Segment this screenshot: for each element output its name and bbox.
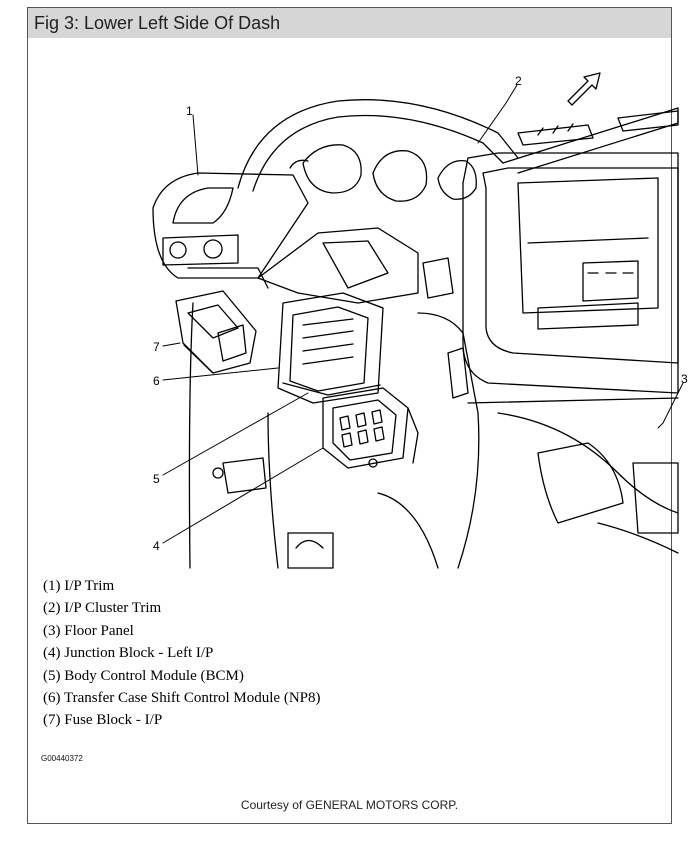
figure-frame: Fig 3: Lower Left Side Of Dash	[27, 7, 688, 824]
courtesy-note: Courtesy of GENERAL MOTORS CORP.	[240, 798, 459, 812]
title-bar: Fig 3: Lower Left Side Of Dash	[28, 8, 671, 38]
ip-cluster-trim-shape	[237, 99, 679, 202]
ip-trim-shape	[152, 172, 454, 304]
callout-5: 5	[153, 472, 160, 486]
figure-title: Fig 3: Lower Left Side Of Dash	[34, 13, 281, 33]
legend-item: (1) I/P Trim	[43, 578, 115, 594]
callout-3: 3	[681, 372, 688, 386]
junction-block-shape	[322, 387, 419, 469]
legend-item: (4) Junction Block - Left I/P	[43, 645, 214, 662]
dash-line-art: 1 2 3 4 5 6 7	[152, 72, 688, 569]
figure-code: G00440372	[41, 754, 83, 763]
leader-lines	[162, 84, 684, 544]
legend-item: (6) Transfer Case Shift Control Module (…	[43, 689, 321, 706]
callout-1: 1	[186, 104, 193, 118]
fuse-block-shape	[175, 290, 257, 374]
legend-item: (5) Body Control Module (BCM)	[43, 667, 244, 684]
parts-legend: (1) I/P Trim (2) I/P Cluster Trim (3) Fl…	[43, 575, 321, 732]
callout-2: 2	[515, 74, 522, 88]
callout-4: 4	[153, 539, 160, 553]
dash-center-opening	[462, 110, 679, 394]
legend-item: (2) I/P Cluster Trim	[43, 600, 162, 617]
callout-6: 6	[153, 374, 160, 388]
bcm-module-shape	[277, 292, 384, 404]
dash-diagram: 1 2 3 4 5 6 7	[118, 63, 692, 573]
callout-7: 7	[153, 340, 160, 354]
legend-item: (7) Fuse Block - I/P	[43, 712, 163, 729]
legend-item: (3) Floor Panel	[43, 622, 134, 639]
floor-panel-shape	[188, 302, 679, 569]
forward-arrow-icon	[567, 72, 601, 106]
